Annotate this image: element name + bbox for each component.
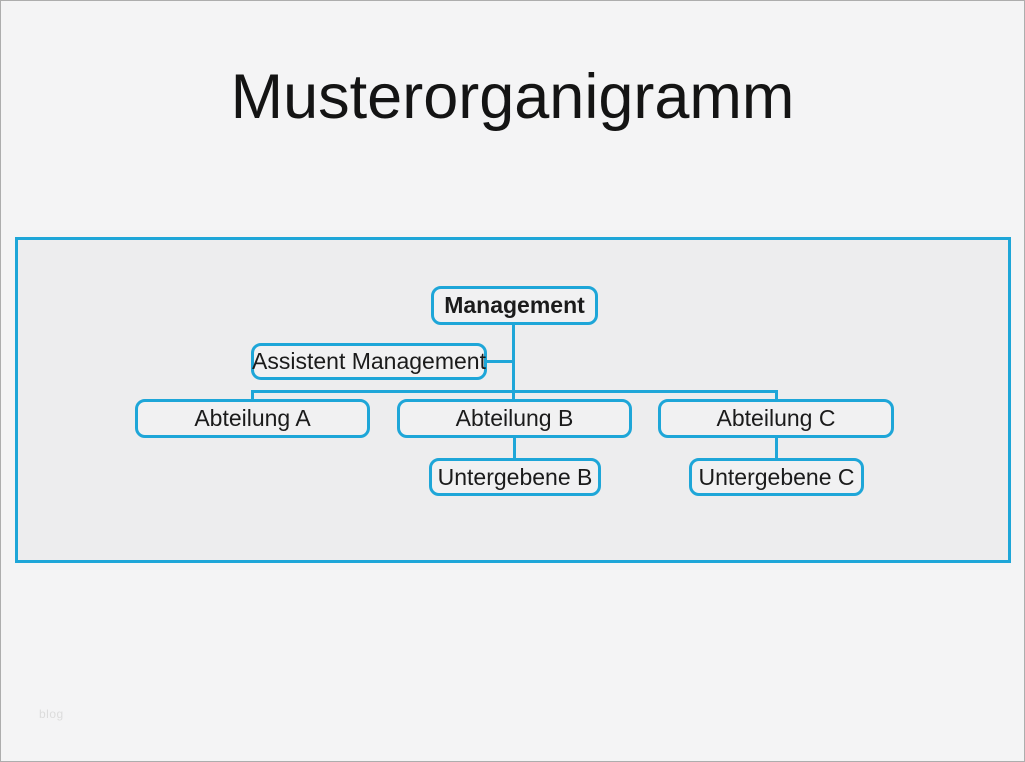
org-node-abteilung-b: Abteilung B: [397, 399, 632, 438]
org-node-abteilung-a: Abteilung A: [135, 399, 370, 438]
connector-drop-abteilung-a: [251, 390, 254, 401]
org-node-assistent-management-label: Assistent Management: [252, 348, 486, 374]
org-node-abteilung-a-label: Abteilung A: [194, 405, 311, 431]
org-node-abteilung-c-label: Abteilung C: [716, 405, 836, 431]
connector-drop-abteilung-c: [775, 390, 778, 401]
org-node-untergebene-b: Untergebene B: [429, 458, 601, 496]
org-node-untergebene-c-label: Untergebene C: [698, 463, 855, 490]
org-node-untergebene-b-label: Untergebene B: [437, 463, 593, 490]
connector-management-down: [512, 325, 515, 401]
connector-abteilung-b-untergebene-b: [513, 438, 516, 459]
org-node-management-label: Management: [444, 292, 585, 318]
connector-abteilung-c-untergebene-c: [775, 438, 778, 459]
org-node-management: Management: [431, 286, 598, 325]
page-title: Musterorganigramm: [230, 62, 795, 132]
watermark: blog: [39, 707, 64, 721]
org-node-abteilung-b-label: Abteilung B: [455, 405, 574, 431]
org-node-assistent-management: Assistent Management: [251, 343, 487, 380]
org-node-abteilung-c: Abteilung C: [658, 399, 894, 438]
connector-children-rail: [251, 390, 778, 393]
connector-assistent-stub: [487, 360, 514, 363]
org-node-untergebene-c: Untergebene C: [689, 458, 864, 496]
